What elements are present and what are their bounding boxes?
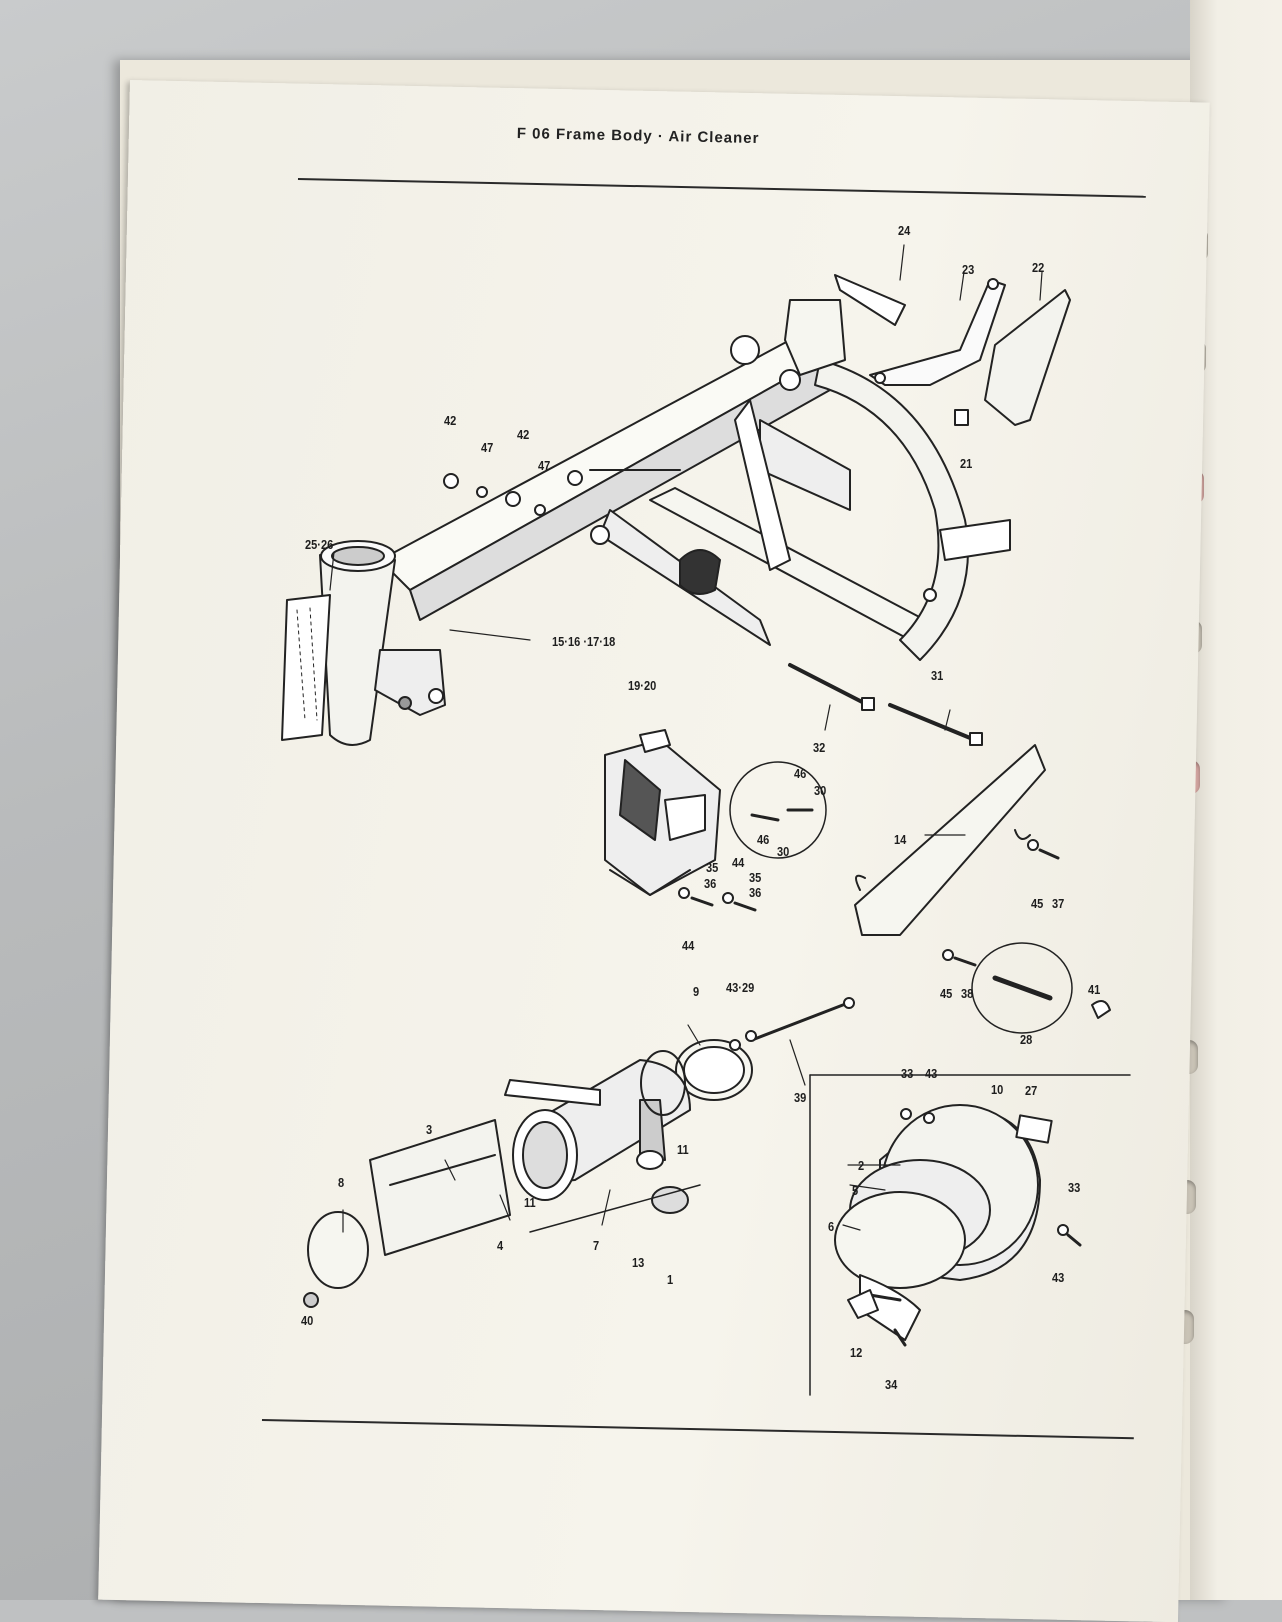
- frame-top-bracket: [730, 299, 846, 391]
- part-25-26-label: [281, 594, 331, 741]
- callout-11: 11: [677, 1142, 689, 1157]
- callout-30: 30: [814, 783, 827, 798]
- callout-13: 13: [632, 1255, 645, 1270]
- callout-30: 30: [777, 844, 790, 859]
- callout-6: 6: [828, 1219, 835, 1234]
- part-41-cap: [1091, 1000, 1111, 1019]
- callout-1: 1: [667, 1272, 674, 1287]
- callout-46: 46: [757, 832, 770, 847]
- callout-21: 21: [960, 456, 973, 471]
- callout-47: 47: [481, 440, 494, 455]
- callout-38: 38: [961, 986, 974, 1001]
- rod-39: [750, 1001, 850, 1042]
- fasteners-45-37: [1027, 839, 1060, 860]
- callout-42: 42: [517, 427, 530, 442]
- callout-36: 36: [749, 885, 762, 900]
- callout-28: 28: [1020, 1032, 1033, 1047]
- callout-14: 14: [894, 832, 907, 847]
- callout-44: 44: [682, 938, 695, 953]
- callout-31: 31: [931, 668, 944, 683]
- callout-11: 11: [524, 1195, 536, 1210]
- callout-43: 43: [925, 1066, 938, 1081]
- callout-9: 9: [693, 984, 700, 999]
- fasteners-35-36-44: [678, 887, 757, 912]
- callout-40: 40: [301, 1313, 314, 1328]
- callout-46: 46: [794, 766, 807, 781]
- part-14-guard: [854, 744, 1046, 936]
- callout-27: 27: [1025, 1083, 1038, 1098]
- callout-35: 35: [706, 860, 719, 875]
- frame-main-tube: [379, 339, 831, 621]
- callout-44: 44: [732, 855, 745, 870]
- washers-42-47: [443, 473, 546, 516]
- callout-22: 22: [1032, 260, 1045, 275]
- callout-12: 12: [850, 1345, 863, 1360]
- frame-lower-tubes: [567, 359, 1011, 661]
- part-12-plug: [847, 1289, 879, 1319]
- part-21-bolt: [954, 409, 969, 426]
- callout-2: 2: [858, 1158, 865, 1173]
- callout-32: 32: [813, 740, 826, 755]
- callout-36: 36: [704, 876, 717, 891]
- callout-34: 34: [885, 1377, 898, 1392]
- part-1-cap: [651, 1186, 689, 1214]
- part-8-disc: [307, 1211, 369, 1289]
- callout-47: 47: [538, 458, 551, 473]
- callout-42: 42: [444, 413, 457, 428]
- part-7-air-case: [504, 1050, 691, 1201]
- callout-7: 7: [593, 1238, 600, 1253]
- callout-41: 41: [1088, 982, 1101, 997]
- part-19-20-holder: [604, 729, 721, 896]
- callout-4: 4: [497, 1238, 504, 1253]
- callout-43: 43: [1052, 1270, 1065, 1285]
- fasteners-45-38: [942, 949, 977, 967]
- bolt-32: [788, 663, 870, 707]
- callout-33: 33: [1068, 1180, 1081, 1195]
- part-27-label: [1015, 1114, 1053, 1144]
- callout-19-20: 19·20: [628, 678, 657, 693]
- callout-33: 33: [901, 1066, 914, 1081]
- callout-25-26: 25·26: [305, 537, 334, 552]
- callout-45: 45: [940, 986, 953, 1001]
- detail-circle-28: [971, 942, 1073, 1034]
- callout-45: 45: [1031, 896, 1044, 911]
- callout-8: 8: [338, 1175, 345, 1190]
- part-13-ring: [636, 1150, 664, 1170]
- callout-43-29: 43·29: [726, 980, 755, 995]
- callout-24: 24: [898, 223, 911, 238]
- callout-5: 5: [852, 1183, 859, 1198]
- callout-39: 39: [794, 1090, 807, 1105]
- bolt-31: [888, 703, 977, 742]
- callout-3: 3: [426, 1122, 433, 1137]
- part-24-plate: [834, 274, 906, 326]
- part-23-bracket: [869, 279, 1006, 386]
- callout-23: 23: [962, 262, 975, 277]
- part-3-filter: [369, 1119, 511, 1256]
- callout-15-16-17-18: 15·16 ·17·18: [552, 634, 616, 649]
- callout-35: 35: [749, 870, 762, 885]
- callout-37: 37: [1052, 896, 1065, 911]
- frame-head-tube: [319, 540, 446, 746]
- air-cleaner-element: [834, 1104, 1041, 1341]
- part-22-cover: [984, 289, 1071, 426]
- detail-circle-46-30: [729, 761, 827, 859]
- callout-10: 10: [991, 1082, 1004, 1097]
